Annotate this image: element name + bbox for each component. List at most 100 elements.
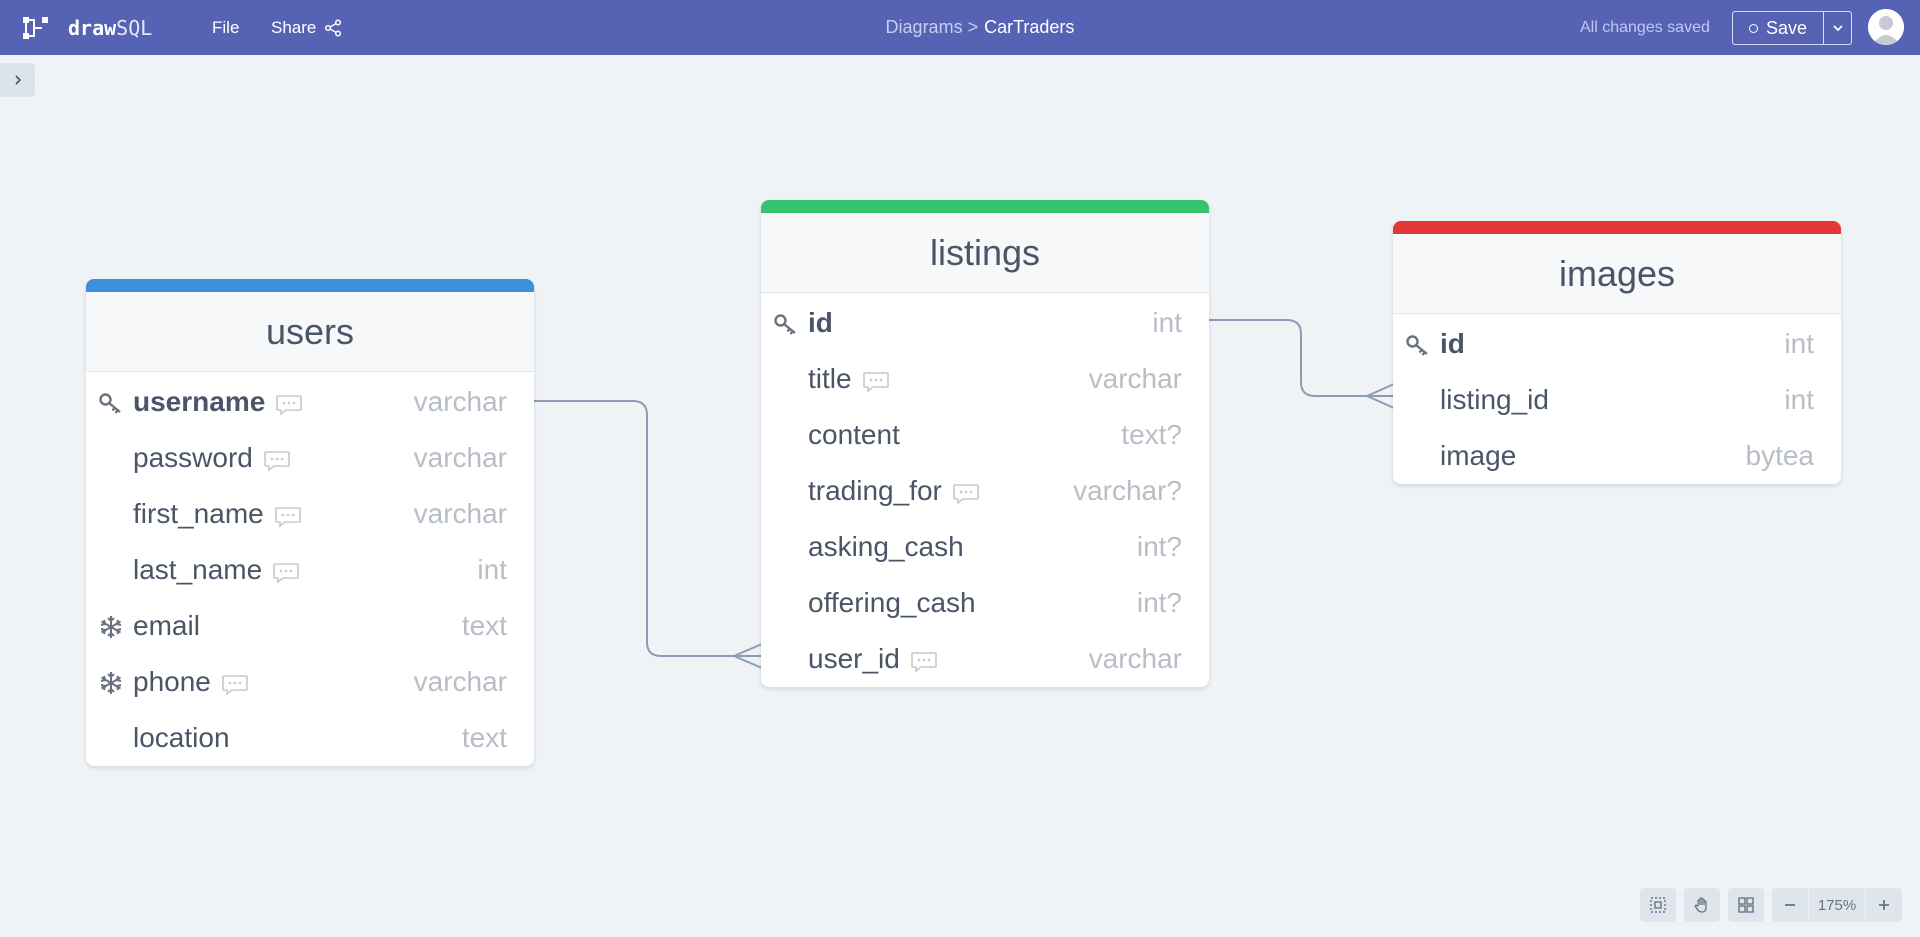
- column-name-text: offering_cash: [808, 587, 976, 618]
- snowflake-icon: [98, 671, 124, 695]
- comment-icon[interactable]: [862, 368, 890, 393]
- file-menu[interactable]: File: [212, 18, 240, 37]
- column-type: varchar: [1088, 363, 1182, 394]
- column-type: varchar: [413, 386, 507, 417]
- column-row[interactable]: title varchar: [761, 351, 1209, 407]
- table-color-bar: [761, 200, 1209, 213]
- comment-icon[interactable]: [272, 559, 300, 584]
- zoom-out-button[interactable]: [1772, 888, 1808, 922]
- column-name-text: title: [808, 363, 852, 394]
- column-type: varchar: [413, 498, 507, 529]
- select-area-button[interactable]: [1640, 888, 1676, 922]
- column-row[interactable]: phone varchar: [86, 654, 534, 710]
- fit-to-screen-button[interactable]: [1728, 888, 1764, 922]
- zoom-in-button[interactable]: [1866, 888, 1902, 922]
- share-icon: [325, 19, 342, 37]
- column-name: trading_for: [808, 475, 980, 507]
- column-type: int?: [1136, 531, 1182, 562]
- column-row[interactable]: user_id varchar: [761, 631, 1209, 687]
- table-name[interactable]: images: [1393, 234, 1841, 314]
- plus-icon: [1879, 900, 1889, 910]
- diagram-title[interactable]: CarTraders: [984, 17, 1075, 37]
- table-name[interactable]: users: [86, 292, 534, 372]
- column-name-text: first_name: [133, 498, 264, 529]
- column-type: int: [1784, 384, 1814, 415]
- top-bar: drawSQL File Share Diagrams >CarTraders …: [0, 0, 1920, 55]
- column-type: int: [1152, 307, 1182, 338]
- minus-icon: [1785, 904, 1795, 906]
- listings-images-relationship[interactable]: [1208, 319, 1395, 409]
- comment-icon[interactable]: [263, 447, 291, 472]
- comment-icon[interactable]: [274, 503, 302, 528]
- column-type: varchar: [413, 666, 507, 697]
- column-name: email: [133, 610, 200, 642]
- column-name: id: [808, 307, 833, 339]
- comment-icon[interactable]: [952, 480, 980, 505]
- brand-bold: draw: [68, 16, 117, 40]
- comment-icon[interactable]: [910, 648, 938, 673]
- column-name: phone: [133, 666, 249, 698]
- column-name: id: [1440, 328, 1465, 360]
- table-color-bar: [86, 279, 534, 292]
- breadcrumb-diagrams-link[interactable]: Diagrams >: [885, 17, 979, 37]
- column-name: user_id: [808, 643, 938, 675]
- column-name-text: id: [1440, 328, 1465, 359]
- save-status: All changes saved: [1580, 19, 1710, 36]
- column-row[interactable]: password varchar: [86, 430, 534, 486]
- save-options-dropdown[interactable]: [1823, 11, 1852, 45]
- column-type: int: [1784, 328, 1814, 359]
- brand-name[interactable]: drawSQL: [68, 16, 152, 40]
- chevron-right-icon: [14, 75, 21, 85]
- zoom-level[interactable]: 175%: [1809, 888, 1865, 922]
- column-name-text: asking_cash: [808, 531, 964, 562]
- column-name-text: image: [1440, 440, 1517, 471]
- selection-icon: [1650, 897, 1666, 913]
- column-type: int: [477, 554, 507, 585]
- column-row[interactable]: asking_cash int?: [761, 519, 1209, 575]
- user-avatar[interactable]: [1868, 9, 1904, 45]
- column-name-text: last_name: [133, 554, 263, 585]
- column-row[interactable]: id int: [761, 295, 1209, 351]
- column-row[interactable]: id int: [1393, 316, 1841, 372]
- user-avatar-icon: [1868, 9, 1904, 45]
- hand-icon: [1694, 897, 1707, 913]
- column-name: location: [133, 722, 230, 754]
- table-name[interactable]: listings: [761, 213, 1209, 293]
- column-name-text: password: [133, 442, 253, 473]
- column-name-text: user_id: [808, 643, 900, 674]
- column-name: title: [808, 363, 890, 395]
- column-row[interactable]: last_name int: [86, 542, 534, 598]
- comment-icon[interactable]: [275, 391, 303, 416]
- chevron-down-icon: [1832, 25, 1843, 32]
- column-type: varchar: [413, 442, 507, 473]
- column-type: text: [461, 610, 507, 641]
- share-menu[interactable]: Share: [271, 18, 342, 38]
- column-name: offering_cash: [808, 587, 976, 619]
- column-row[interactable]: email text: [86, 598, 534, 654]
- key-icon: [1405, 333, 1431, 357]
- save-button[interactable]: Save: [1732, 11, 1824, 45]
- drawsql-logo-icon[interactable]: [22, 15, 50, 41]
- column-row[interactable]: first_name varchar: [86, 486, 534, 542]
- users-listings-relationship[interactable]: [534, 400, 763, 669]
- pan-mode-button[interactable]: [1684, 888, 1720, 922]
- column-type: varchar: [1088, 643, 1182, 674]
- sidebar-toggle-button[interactable]: [0, 63, 35, 97]
- column-name: image: [1440, 440, 1516, 472]
- comment-icon[interactable]: [221, 671, 249, 696]
- column-type: text?: [1121, 419, 1182, 450]
- column-name: last_name: [133, 554, 300, 586]
